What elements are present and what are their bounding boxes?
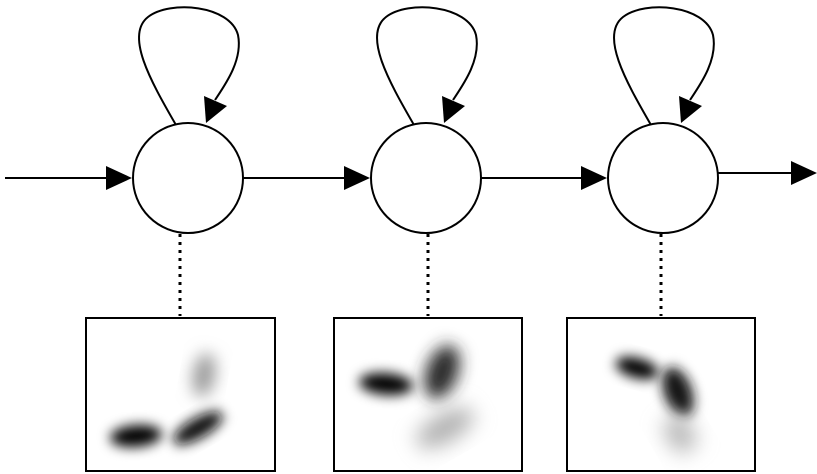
emission-density-3 bbox=[566, 317, 756, 472]
state-1-self-loop bbox=[138, 6, 240, 126]
transition-arrow-1-2 bbox=[243, 166, 370, 190]
gaussian-blob bbox=[110, 424, 162, 448]
gaussian-blob bbox=[416, 407, 474, 449]
state-3-self-loop bbox=[613, 6, 715, 126]
emission-density-1 bbox=[85, 317, 276, 472]
gaussian-blob bbox=[192, 353, 216, 397]
emission-density-2 bbox=[333, 317, 523, 472]
gaussian-blob bbox=[664, 415, 696, 453]
gaussian-blob bbox=[615, 356, 659, 380]
state-2-node bbox=[370, 122, 482, 234]
gaussian-blob bbox=[173, 411, 223, 445]
state-3-node bbox=[607, 122, 719, 234]
output-arrow bbox=[718, 161, 817, 185]
input-arrow bbox=[5, 166, 132, 190]
state-2-self-loop bbox=[376, 6, 478, 126]
gaussian-blob bbox=[424, 345, 460, 399]
state-1-node bbox=[132, 122, 244, 234]
gaussian-blob bbox=[662, 367, 694, 417]
gaussian-blob bbox=[359, 372, 413, 396]
transition-arrow-2-3 bbox=[481, 166, 607, 190]
